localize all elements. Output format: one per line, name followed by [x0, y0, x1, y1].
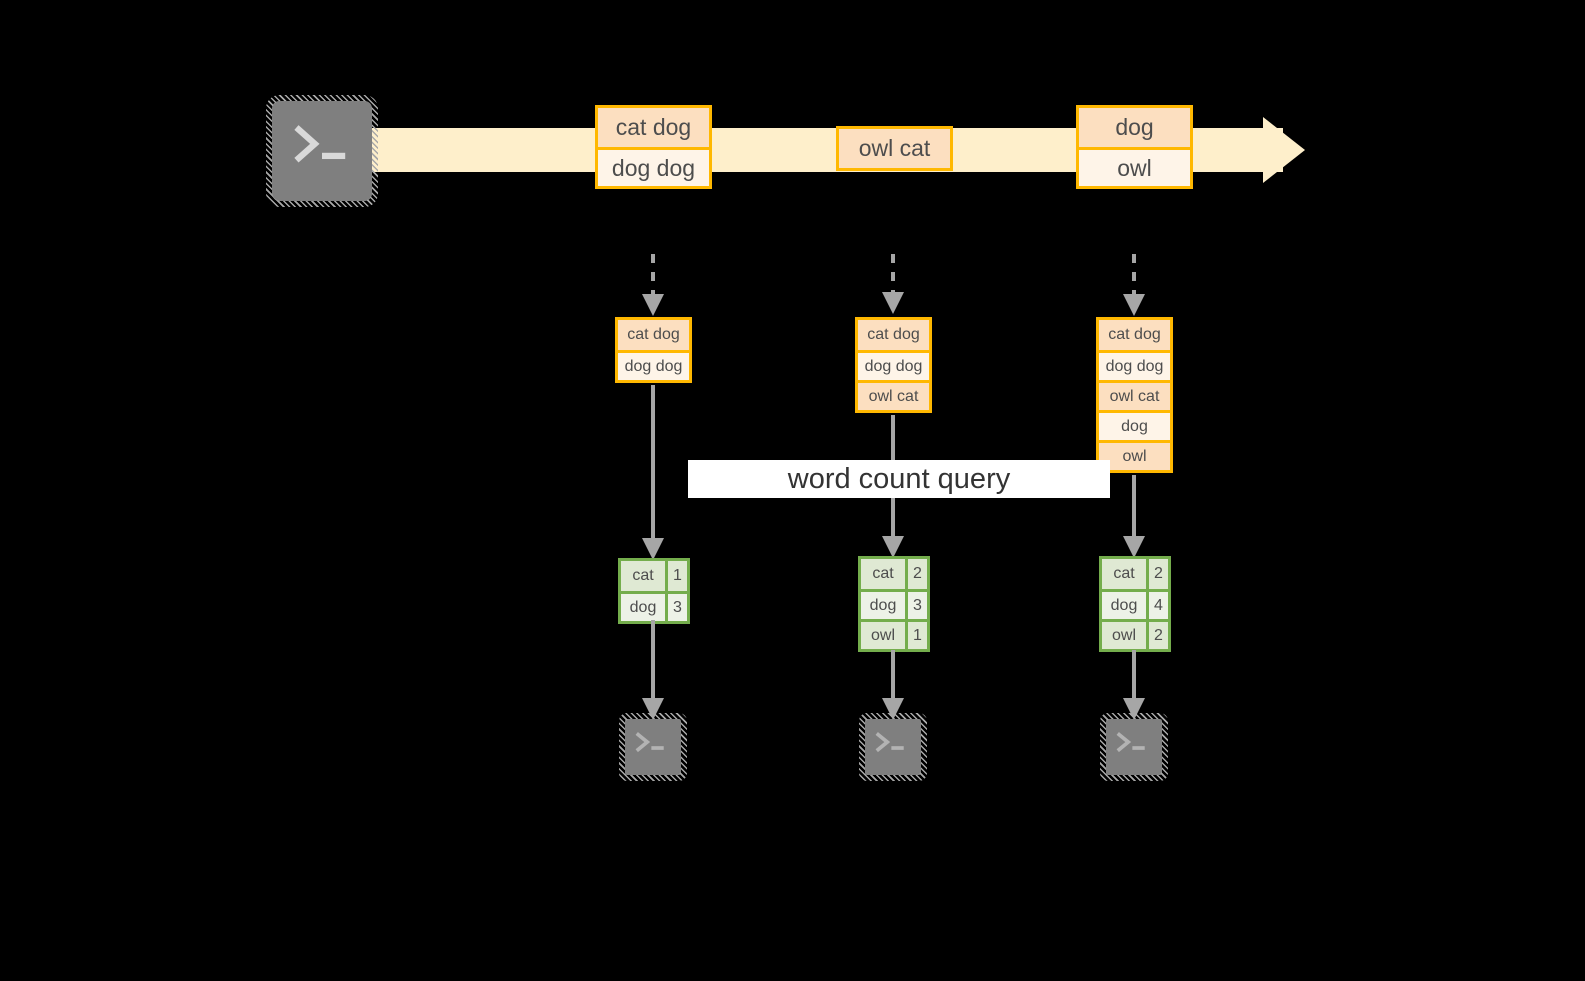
state-line: dog dog: [618, 350, 689, 380]
arrow-head: [882, 292, 904, 314]
result-count: 1: [665, 561, 687, 591]
stream-event-line: owl cat: [839, 129, 950, 168]
state-line: owl cat: [1099, 380, 1170, 410]
table-row: dog 3: [621, 591, 687, 621]
result-word: cat: [1102, 559, 1146, 589]
result-count: 3: [905, 592, 927, 619]
arrow-stem: [651, 385, 655, 538]
result-word: dog: [861, 592, 905, 619]
result-table-2[interactable]: cat 2 dog 3 owl 1: [858, 556, 930, 652]
query-arrow-1: [641, 385, 665, 560]
query-arrow-3: [1122, 475, 1146, 558]
result-word: cat: [861, 559, 905, 589]
stream-event-line: cat dog: [598, 108, 709, 147]
result-word: owl: [861, 622, 905, 649]
table-row: dog 4: [1102, 589, 1168, 619]
arrow-stem: [1132, 650, 1136, 698]
stream-to-state-arrow-2: [881, 254, 905, 314]
arrow-stem: [891, 254, 895, 292]
terminal-prompt-icon: [635, 732, 664, 753]
source-terminal-icon[interactable]: [266, 95, 378, 207]
state-line: cat dog: [618, 320, 689, 350]
result-to-sink-arrow-2: [881, 650, 905, 720]
result-to-sink-arrow-1: [641, 620, 665, 720]
terminal-face: [272, 101, 372, 201]
state-line: dog dog: [858, 350, 929, 380]
table-row: cat 2: [1102, 559, 1168, 589]
state-line: dog: [1099, 410, 1170, 440]
result-count: 4: [1146, 592, 1168, 619]
result-count: 2: [1146, 559, 1168, 589]
terminal-prompt-icon: [1116, 732, 1145, 753]
stream-event-line: owl: [1079, 147, 1190, 186]
result-count: 2: [905, 559, 927, 589]
arrow-head: [642, 294, 664, 316]
terminal-prompt-icon: [294, 125, 346, 163]
stream-to-state-arrow-3: [1122, 254, 1146, 316]
stream-event-line: dog: [1079, 108, 1190, 147]
arrow-stem: [651, 254, 655, 294]
arrow-head: [642, 538, 664, 560]
result-word: owl: [1102, 622, 1146, 649]
query-label-text: word count query: [787, 462, 1011, 495]
query-label-banner: word count query: [688, 460, 1110, 498]
stream-event-3[interactable]: dog owl: [1076, 105, 1193, 189]
result-table-3[interactable]: cat 2 dog 4 owl 2: [1099, 556, 1171, 652]
arrow-head: [1123, 536, 1145, 558]
stream-event-2[interactable]: owl cat: [836, 126, 953, 171]
sink-terminal-icon-2[interactable]: [859, 713, 927, 781]
arrow-stem: [1132, 254, 1136, 294]
stream-event-1[interactable]: cat dog dog dog: [595, 105, 712, 189]
state-line: owl: [1099, 440, 1170, 470]
state-line: owl cat: [858, 380, 929, 410]
state-line: cat dog: [858, 320, 929, 350]
stream-arrow-head: [1263, 117, 1305, 183]
result-count: 2: [1146, 622, 1168, 649]
arrow-stem: [651, 620, 655, 698]
terminal-prompt-icon: [875, 732, 904, 753]
arrow-head: [882, 536, 904, 558]
accumulated-state-2[interactable]: cat dog dog dog owl cat: [855, 317, 932, 413]
table-row: cat 1: [621, 561, 687, 591]
sink-terminal-icon-1[interactable]: [619, 713, 687, 781]
state-line: dog dog: [1099, 350, 1170, 380]
result-word: dog: [1102, 592, 1146, 619]
table-row: cat 2: [861, 559, 927, 589]
arrow-stem: [1132, 475, 1136, 536]
sink-terminal-icon-3[interactable]: [1100, 713, 1168, 781]
result-to-sink-arrow-3: [1122, 650, 1146, 720]
stream-event-line: dog dog: [598, 147, 709, 186]
arrow-stem: [891, 650, 895, 698]
table-row: dog 3: [861, 589, 927, 619]
accumulated-state-3[interactable]: cat dog dog dog owl cat dog owl: [1096, 317, 1173, 473]
result-count: 3: [665, 594, 687, 621]
stream-to-state-arrow-1: [641, 254, 665, 316]
result-word: dog: [621, 594, 665, 621]
result-table-1[interactable]: cat 1 dog 3: [618, 558, 690, 624]
arrow-head: [1123, 294, 1145, 316]
table-row: owl 2: [1102, 619, 1168, 649]
result-word: cat: [621, 561, 665, 591]
state-line: cat dog: [1099, 320, 1170, 350]
result-count: 1: [905, 622, 927, 649]
accumulated-state-1[interactable]: cat dog dog dog: [615, 317, 692, 383]
table-row: owl 1: [861, 619, 927, 649]
